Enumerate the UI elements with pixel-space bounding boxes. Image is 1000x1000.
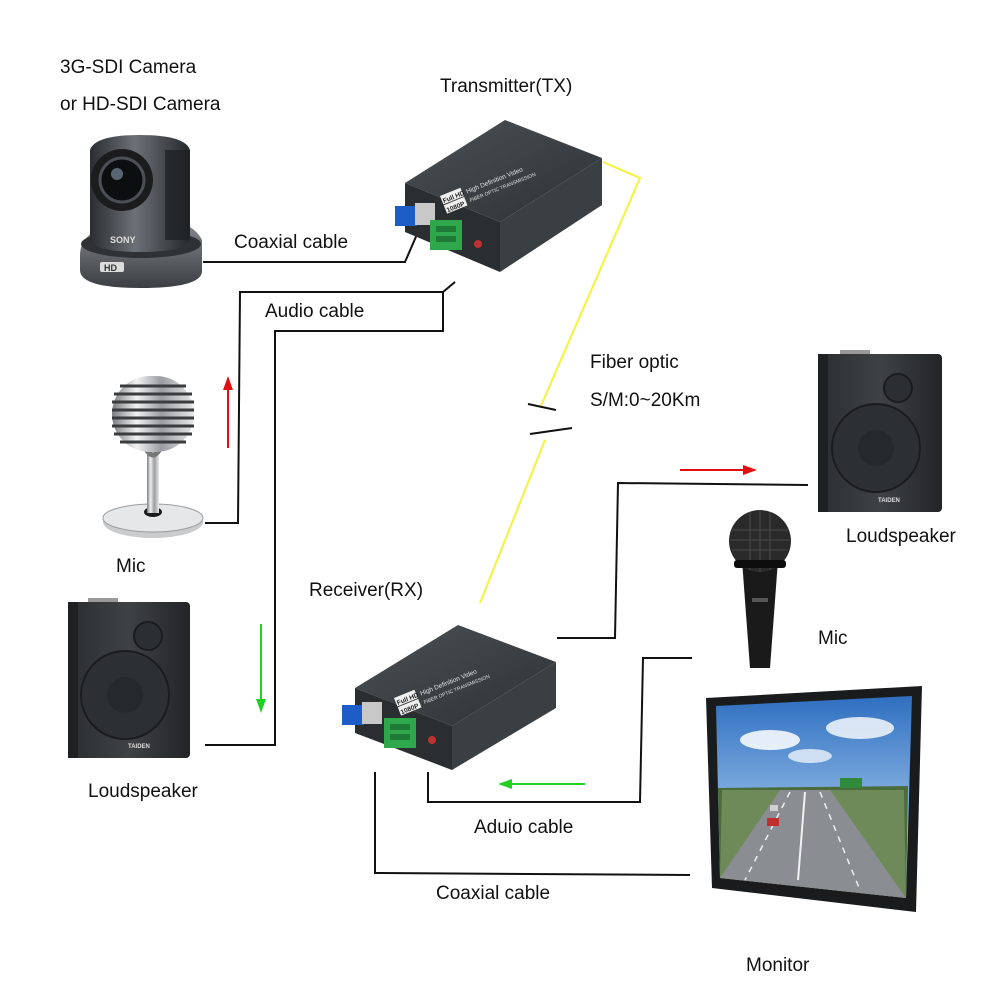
- arrow-right-red: [680, 465, 757, 475]
- speaker-right-brand: TAIDEN: [878, 498, 900, 504]
- audio-cable-top-label: Audio cable: [265, 301, 365, 322]
- camera-badge: HD: [104, 263, 117, 273]
- loudspeaker-right-icon: TAIDEN: [818, 350, 942, 512]
- transmitter-label: Transmitter(TX): [440, 76, 573, 97]
- transmitter-unit-icon: Full HD 1080P High Definition Video FIBE…: [395, 120, 602, 272]
- coaxial-cable-bottom-label: Coaxial cable: [436, 883, 551, 904]
- camera-label-line1: 3G-SDI Camera: [60, 57, 197, 78]
- handheld-mic-icon: [729, 510, 791, 668]
- fiber-distance-label: S/M:0~20Km: [590, 390, 701, 411]
- mic-left-label: Mic: [116, 556, 146, 577]
- arrow-down-green-left: [256, 624, 266, 713]
- monitor-label: Monitor: [746, 955, 810, 976]
- fiber-optic-cable: [479, 161, 642, 604]
- monitor-icon: [706, 686, 922, 912]
- loudspeaker-right-label: Loudspeaker: [846, 526, 956, 547]
- audio-cable-bottom: [427, 657, 692, 803]
- receiver-label: Receiver(RX): [309, 580, 424, 601]
- audio-cable-bottom-label: Aduio cable: [474, 817, 574, 838]
- vintage-mic-icon: [102, 376, 204, 538]
- arrow-up-red: [223, 376, 233, 448]
- arrow-left-green: [498, 779, 585, 789]
- speaker-cable-right: [557, 481, 809, 639]
- camera-icon: SONY HD: [80, 135, 202, 288]
- mic-right-label: Mic: [818, 628, 848, 649]
- camera-label-line2: or HD-SDI Camera: [60, 94, 221, 115]
- receiver-unit-icon: Full HD 1080P High Definition Video FIBE…: [342, 625, 556, 770]
- camera-brand: SONY: [110, 235, 136, 245]
- coaxial-cable-top: [203, 231, 419, 263]
- fiber-optic-label: Fiber optic: [590, 352, 679, 373]
- fiber-break-marks: [527, 403, 573, 435]
- speaker-left-brand: TAIDEN: [128, 744, 150, 750]
- audio-cable-top: [205, 281, 456, 746]
- coaxial-cable-top-label: Coaxial cable: [234, 232, 349, 253]
- coaxial-cable-bottom: [374, 772, 691, 876]
- loudspeaker-left-label: Loudspeaker: [88, 781, 198, 802]
- loudspeaker-left-icon: TAIDEN: [68, 598, 190, 758]
